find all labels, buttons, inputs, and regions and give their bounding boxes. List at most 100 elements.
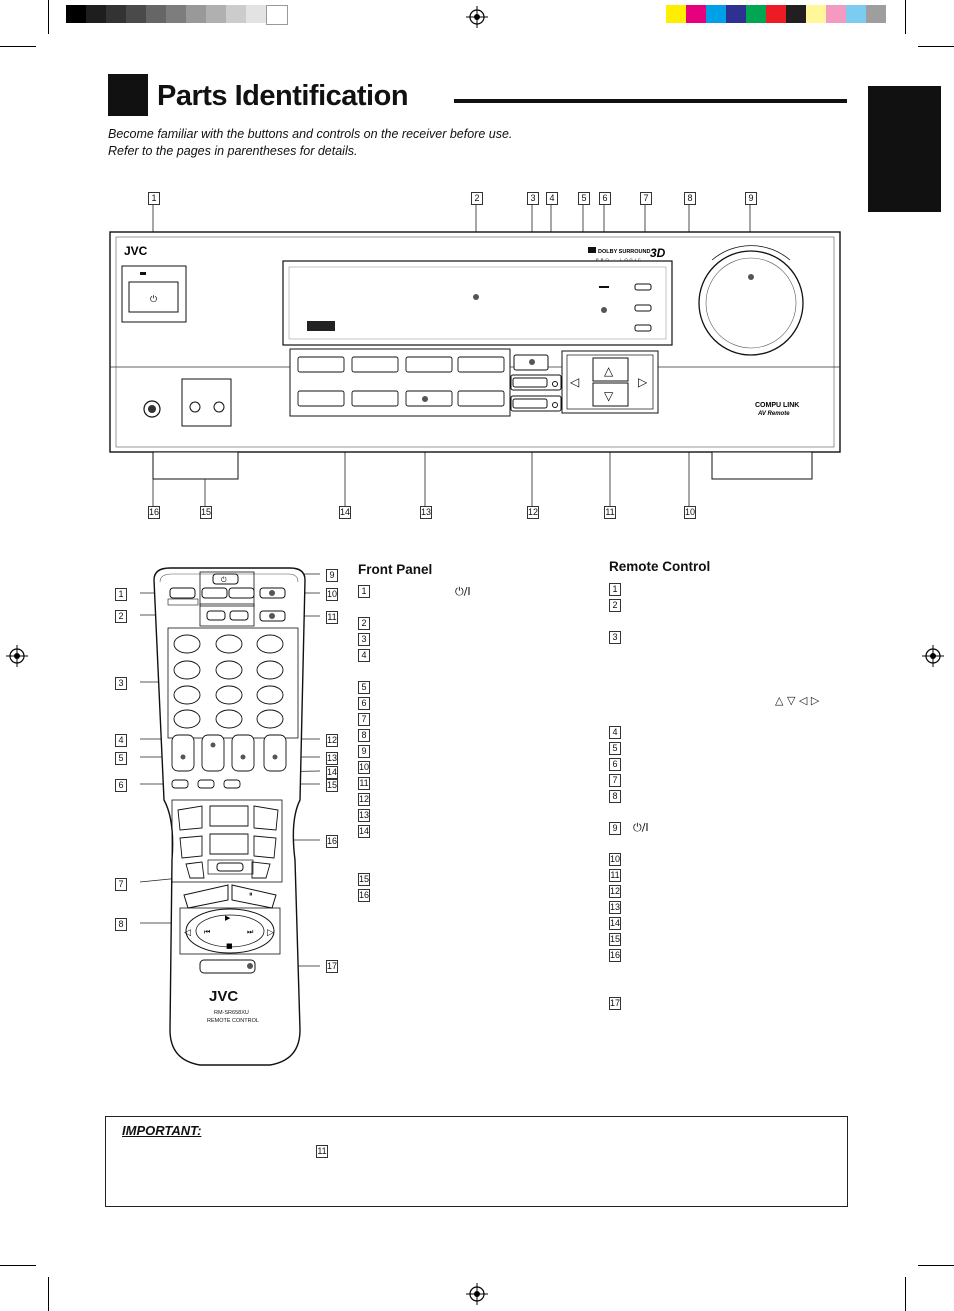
gray-swatch xyxy=(226,5,246,23)
front-panel-item-number: 15 xyxy=(358,873,370,886)
remote-control-item-number: 14 xyxy=(609,917,621,930)
remote-brand: JVC xyxy=(209,988,239,1005)
color-swatch xyxy=(806,5,826,23)
intro-line-2: Refer to the pages in parentheses for de… xyxy=(108,144,358,158)
remote-model: RM-SR658XU xyxy=(214,1010,249,1016)
remote-illustration: ⏻ xyxy=(140,567,321,1066)
svg-text:DOLBY SURROUND: DOLBY SURROUND xyxy=(598,249,650,255)
svg-text:▽: ▽ xyxy=(604,389,614,403)
callout-receiver-1: 1 xyxy=(148,192,160,205)
remote-label: REMOTE CONTROL xyxy=(207,1018,259,1024)
remote-control-item-number: 5 xyxy=(609,742,621,755)
callout-remote-3: 3 xyxy=(115,677,127,690)
svg-text:◁: ◁ xyxy=(184,928,191,938)
callout-remote-8: 8 xyxy=(115,918,127,931)
color-swatch xyxy=(866,5,886,23)
front-panel-item-number: 12 xyxy=(358,793,370,806)
intro-line-1: Become familiar with the buttons and con… xyxy=(108,127,513,141)
gray-swatch xyxy=(66,5,86,23)
crop-mark xyxy=(48,0,49,34)
front-panel-item-number: 5 xyxy=(358,681,370,694)
svg-text:▶: ▶ xyxy=(225,914,231,922)
front-panel-item-number: 3 xyxy=(358,633,370,646)
callout-receiver-7: 7 xyxy=(640,192,652,205)
svg-text:AV Remote: AV Remote xyxy=(757,411,790,417)
callout-remote-9: 9 xyxy=(326,569,338,582)
remote-control-item-number: 4 xyxy=(609,726,621,739)
remote-control-item-number: 10 xyxy=(609,853,621,866)
callout-remote-2: 2 xyxy=(115,610,127,623)
color-swatch xyxy=(706,5,726,23)
remote-control-item-number: 16 xyxy=(609,949,621,962)
svg-text:⏮: ⏮ xyxy=(204,928,210,936)
gray-swatch xyxy=(126,5,146,23)
crop-mark xyxy=(48,1277,49,1311)
svg-text:JVC: JVC xyxy=(124,244,148,258)
remote-control-item-number: 12 xyxy=(609,885,621,898)
remote-control-item-number: 2 xyxy=(609,599,621,612)
gray-swatch xyxy=(206,5,226,23)
remote-control-item-number: 6 xyxy=(609,758,621,771)
svg-text:■: ■ xyxy=(226,942,233,950)
svg-text:▷: ▷ xyxy=(267,928,274,938)
svg-text:COMPU LINK: COMPU LINK xyxy=(755,402,799,409)
callout-remote-13: 13 xyxy=(326,752,338,765)
gray-swatch xyxy=(166,5,186,23)
gray-swatch xyxy=(266,5,288,25)
remote-control-item-number: 9 xyxy=(609,822,621,835)
title-rule xyxy=(454,99,847,103)
front-panel-item-number: 11 xyxy=(358,777,370,790)
svg-text:PRO · LOGIC: PRO · LOGIC xyxy=(596,257,643,262)
front-panel-item-number: 7 xyxy=(358,713,370,726)
callout-remote-10: 10 xyxy=(326,588,338,601)
crop-mark xyxy=(905,0,906,34)
color-swatch xyxy=(766,5,786,23)
registration-target-icon xyxy=(922,645,944,667)
callout-receiver-6: 6 xyxy=(599,192,611,205)
color-swatch xyxy=(686,5,706,23)
svg-text:⏸: ⏸ xyxy=(249,890,253,898)
remote-control-item-number: 15 xyxy=(609,933,621,946)
important-label: IMPORTANT: xyxy=(122,1123,202,1138)
front-panel-item-number: 8 xyxy=(358,729,370,742)
color-swatch xyxy=(746,5,766,23)
callout-remote-1: 1 xyxy=(115,588,127,601)
callout-receiver-4: 4 xyxy=(546,192,558,205)
callout-remote-6: 6 xyxy=(115,779,127,792)
crop-mark xyxy=(905,1277,906,1311)
gray-swatch xyxy=(146,5,166,23)
callout-receiver-10: 10 xyxy=(684,506,696,519)
remote-control-item-number: 13 xyxy=(609,901,621,914)
callout-remote-7: 7 xyxy=(115,878,127,891)
svg-text:▷: ▷ xyxy=(638,375,648,389)
front-panel-item-number: 9 xyxy=(358,745,370,758)
callout-receiver-5: 5 xyxy=(578,192,590,205)
remote-control-item-number: 1 xyxy=(609,583,621,596)
color-swatch xyxy=(846,5,866,23)
callout-remote-11: 11 xyxy=(326,611,338,624)
svg-text:⏻: ⏻ xyxy=(150,294,157,305)
callout-receiver-13: 13 xyxy=(420,506,432,519)
remote-control-item-number: 11 xyxy=(609,869,621,882)
remote-control-heading: Remote Control xyxy=(609,559,711,574)
callout-receiver-9: 9 xyxy=(745,192,757,205)
important-ref: 11 xyxy=(316,1145,328,1158)
crop-mark xyxy=(0,1265,36,1266)
callout-remote-15: 15 xyxy=(326,779,338,792)
color-swatch xyxy=(666,5,686,23)
color-swatch xyxy=(726,5,746,23)
remote-control-item-number: 3 xyxy=(609,631,621,644)
callout-receiver-8: 8 xyxy=(684,192,696,205)
front-panel-item-number: 1 xyxy=(358,585,370,598)
gray-swatch xyxy=(106,5,126,23)
color-swatch xyxy=(826,5,846,23)
svg-text:⏻: ⏻ xyxy=(221,576,227,584)
remote-control-item-number: 8 xyxy=(609,790,621,803)
receiver-illustration: JVC ⏻ ◁ ▷ △ ▽ DOLBY xyxy=(109,204,841,508)
callout-receiver-16: 16 xyxy=(148,506,160,519)
svg-text:◁: ◁ xyxy=(569,375,579,389)
front-panel-item-number: 4 xyxy=(358,649,370,662)
crop-mark xyxy=(918,46,954,47)
callout-remote-12: 12 xyxy=(326,734,338,747)
callout-remote-16: 16 xyxy=(326,835,338,848)
